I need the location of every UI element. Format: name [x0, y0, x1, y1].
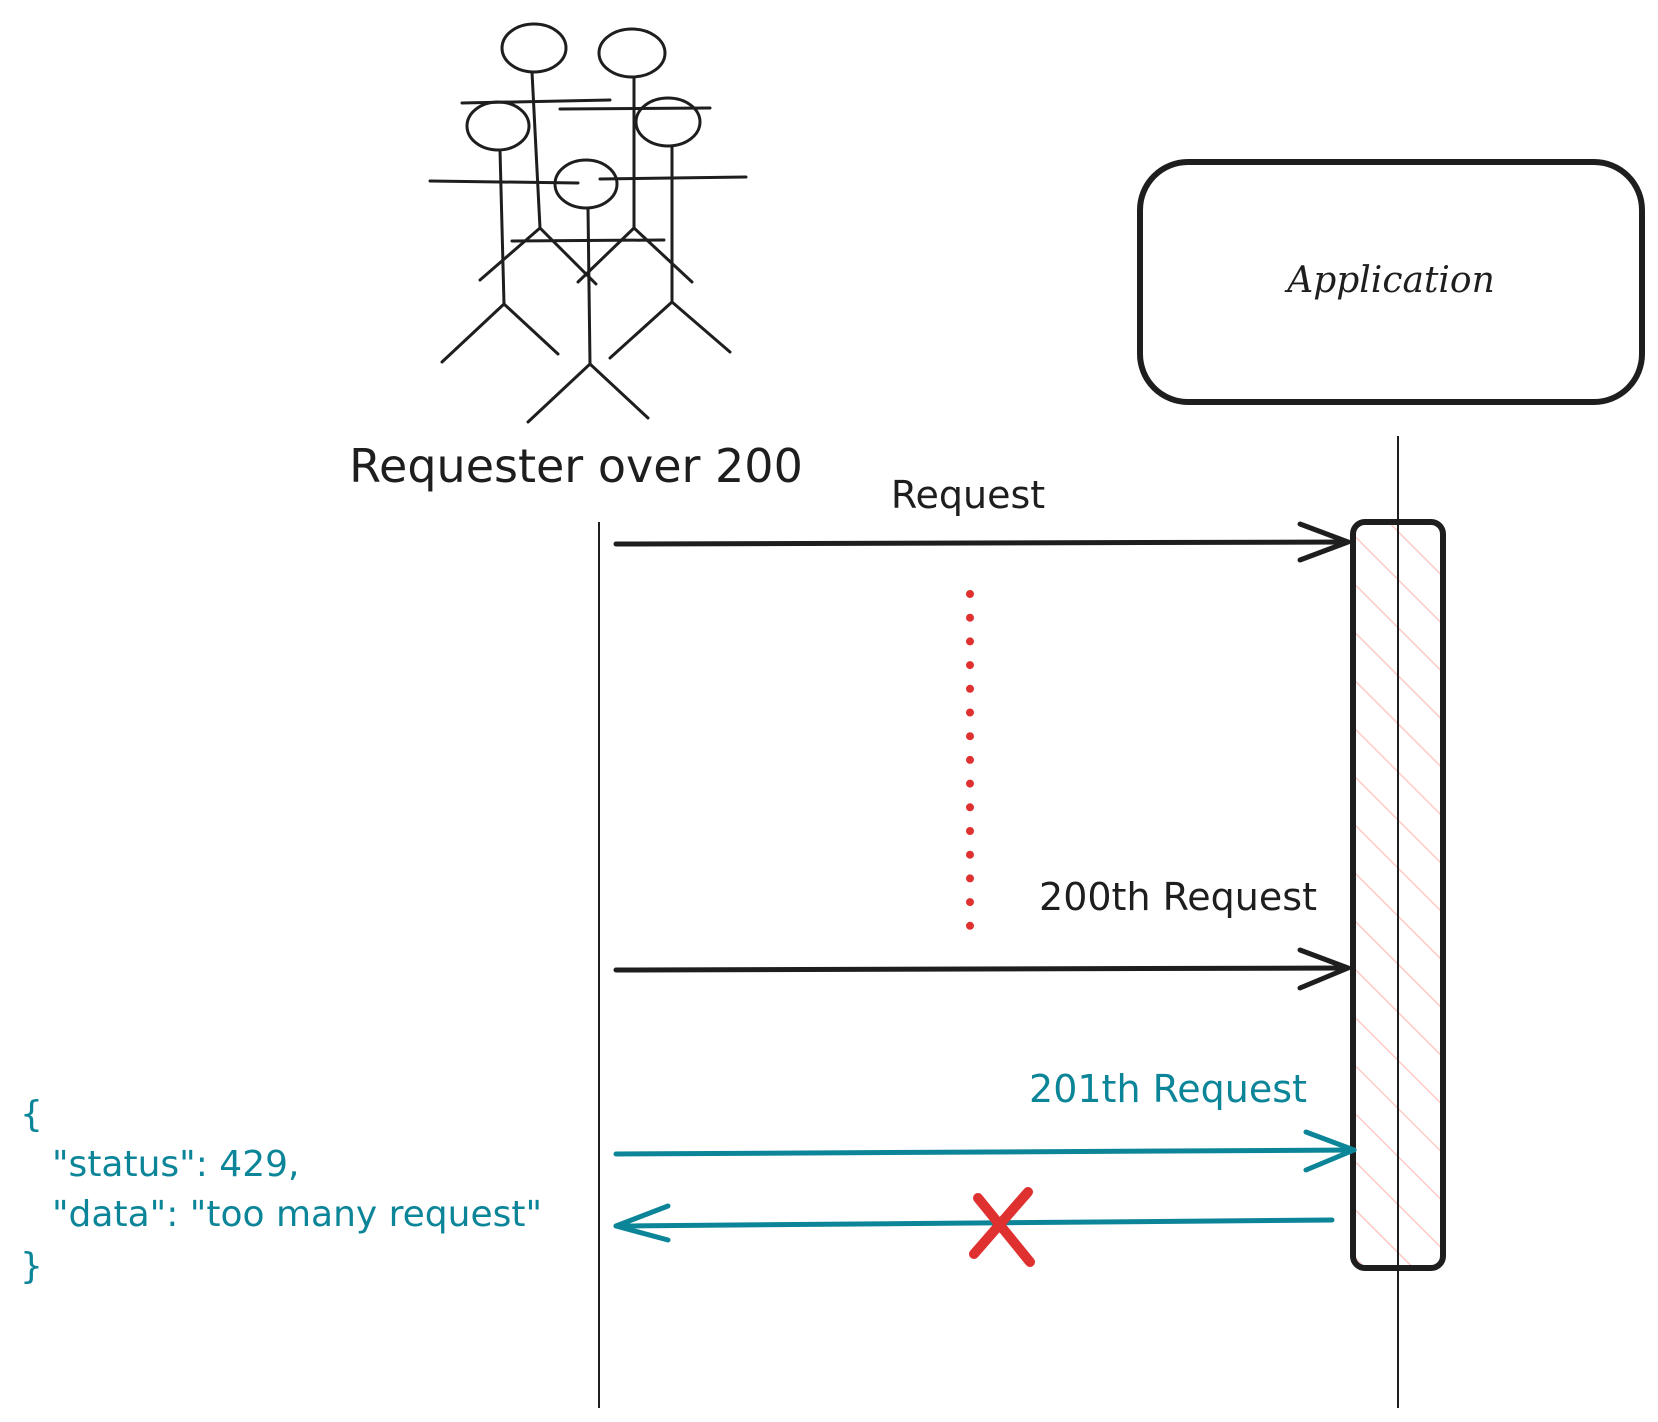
request-200th-label: 200th Request	[1039, 875, 1317, 919]
response-body: { "status": 429, "data": "too many reque…	[20, 1094, 542, 1287]
request-200th-arrow	[613, 947, 1351, 991]
application-label: Application	[1284, 260, 1495, 301]
request-201th-label: 201th Request	[1029, 1067, 1307, 1111]
request-arrow	[613, 521, 1351, 563]
application-box	[1137, 159, 1645, 405]
response-body-open-brace: {	[20, 1094, 43, 1135]
response-body-data-line: "data": "too many request"	[52, 1194, 542, 1235]
request-201th-arrow	[613, 1129, 1357, 1173]
activation-bar	[1350, 519, 1446, 1271]
response-body-status-line: "status": 429,	[52, 1144, 299, 1185]
response-body-close-brace: }	[20, 1246, 43, 1287]
stick-figure-group-icon	[428, 22, 748, 424]
response-arrow	[613, 1203, 1335, 1243]
red-x-icon	[969, 1187, 1035, 1267]
requester-label: Requester over 200	[349, 439, 803, 493]
request-label: Request	[891, 473, 1045, 517]
